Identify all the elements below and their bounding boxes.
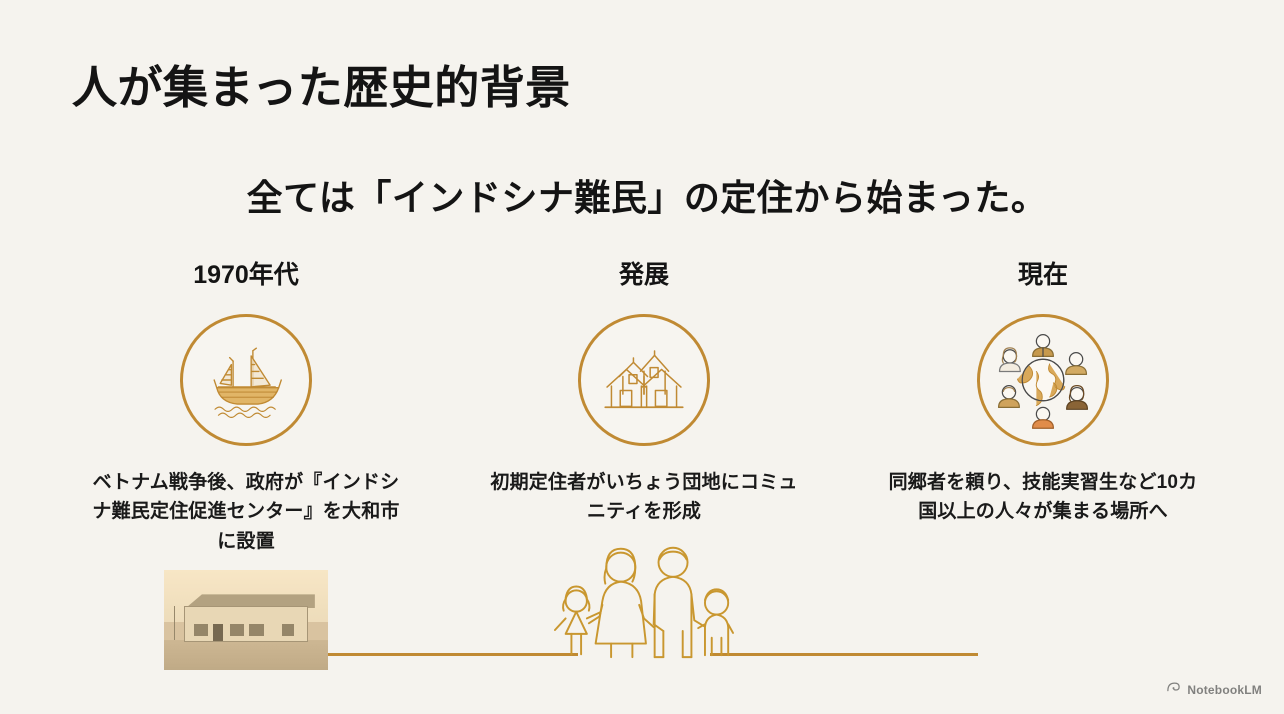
houses-community-icon <box>600 336 688 424</box>
page-subtitle: 全ては「インドシナ難民」の定住から始まった。 <box>246 177 1048 218</box>
historic-building-photo <box>164 570 328 671</box>
timeline-node-circle <box>578 314 710 446</box>
timeline-step-label: 発展 <box>618 261 669 289</box>
timeline-step-media <box>81 570 411 671</box>
timeline-step-present: 現在 <box>878 261 1208 541</box>
timeline-step-label: 現在 <box>1017 261 1068 289</box>
timeline-step-description: 同郷者を頼り、技能実習生など10カ国以上の人々が集まる場所へ <box>888 472 1198 523</box>
timeline-node <box>81 312 411 448</box>
timeline-connector-1 <box>312 653 578 656</box>
notebooklm-logo-icon <box>1166 680 1181 700</box>
photo-utility-pole <box>173 606 176 641</box>
photo-window <box>193 624 209 637</box>
timeline-step-description: ベトナム戦争後、政府が『インドシナ難民定住促進センター』を大和市に設置 <box>92 472 400 552</box>
timeline-node-circle <box>180 314 312 446</box>
refugee-boat-icon <box>203 337 289 423</box>
photo-window <box>229 624 245 637</box>
timeline-node <box>878 312 1208 448</box>
timeline-step-media <box>479 541 809 666</box>
timeline-step-label: 1970年代 <box>193 261 299 289</box>
timeline-step-1970s: 1970年代 <box>81 261 411 671</box>
photo-roof <box>185 594 315 609</box>
timeline-node-circle <box>977 314 1109 446</box>
timeline-connector-2 <box>710 653 978 656</box>
family-of-four-illustration <box>546 541 742 666</box>
notebooklm-watermark: NotebookLM <box>1166 680 1262 700</box>
timeline-node <box>479 312 809 448</box>
photo-ground <box>164 640 328 671</box>
timeline-step-development: 発展 <box>479 261 809 666</box>
globe-people-icon <box>991 328 1095 432</box>
timeline: 1970年代 <box>0 261 1284 671</box>
timeline-step-description: 初期定住者がいちょう団地にコミュニティを形成 <box>490 472 798 523</box>
photo-window <box>282 624 294 637</box>
photo-door <box>213 624 224 642</box>
page-title: 人が集まった歴史的背景 <box>72 62 571 113</box>
notebooklm-watermark-label: NotebookLM <box>1187 683 1262 697</box>
photo-window <box>249 624 265 637</box>
